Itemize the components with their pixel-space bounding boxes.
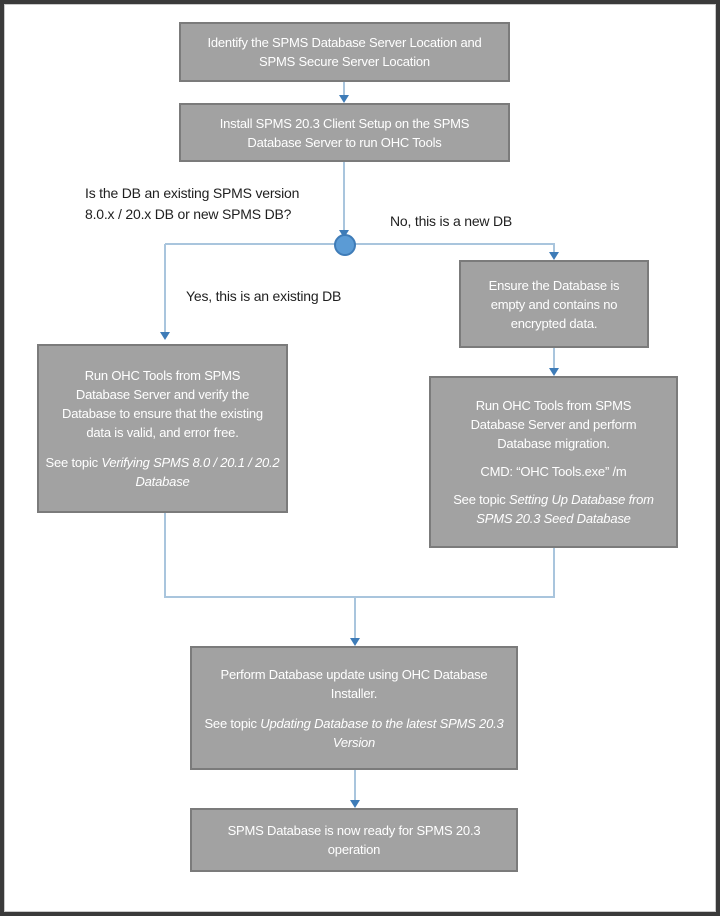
connector-yes-vertical [164, 244, 166, 333]
node-text-line: data is valid, and error free. [86, 425, 239, 440]
connector-update-to-ready [354, 770, 356, 801]
node-text-line: Database Server to run OHC Tools [247, 134, 442, 150]
node-install-client-setup: Install SPMS 20.3 Client Setup on the SP… [179, 103, 510, 162]
see-topic-reference: See topic Updating Database to the lates… [198, 714, 510, 752]
node-text-line: Database Server and perform [470, 417, 637, 432]
see-topic-title: Verifying SPMS 8.0 / 20.1 / 20.2 Databas… [101, 455, 280, 489]
see-topic-reference: See topic Setting Up Database from SPMS … [437, 490, 670, 528]
connector-no-vertical [553, 244, 555, 253]
see-topic-title: Setting Up Database from SPMS 20.3 Seed … [476, 492, 654, 526]
node-text-line: Database Server and verify the [75, 387, 250, 402]
see-topic-reference: See topic Verifying SPMS 8.0 / 20.1 / 20… [45, 453, 280, 491]
decision-question-line1: Is the DB an existing SPMS version [85, 185, 300, 201]
arrowhead-ready [350, 800, 360, 808]
decision-junction-circle [334, 234, 356, 256]
node-text-line: Run OHC Tools from SPMS [475, 398, 632, 413]
see-topic-prefix: See topic [453, 492, 510, 507]
node-text-line: Database to ensure that the existing [62, 406, 263, 421]
arrowhead-verify [160, 332, 170, 340]
connector-no-horizontal [345, 243, 555, 245]
yes-branch-label: Yes, this is an existing DB [186, 288, 342, 304]
arrowhead-install [339, 95, 349, 103]
no-branch-label: No, this is a new DB [390, 213, 513, 229]
cmd-line: CMD: “OHC Tools.exe” /m [480, 464, 627, 479]
node-database-update: Perform Database update using OHC Databa… [190, 646, 518, 770]
connector-merge-horizontal [164, 596, 555, 598]
node-text-line: Database migration. [497, 436, 610, 451]
node-text-line: SPMS Database is now ready for SPMS 20.3 [227, 823, 481, 838]
node-text-line: Installer. [330, 685, 378, 701]
node-text-line: Identify the SPMS Database Server Locati… [207, 35, 482, 50]
connector-ensure-to-migrate [553, 348, 555, 369]
node-identify-server-locations: Identify the SPMS Database Server Locati… [179, 22, 510, 82]
connector-identify-to-install [343, 82, 345, 98]
node-verify-database: Run OHC Tools from SPMS Database Server … [37, 344, 288, 513]
node-text-line: Perform Database update using OHC Databa… [220, 666, 488, 682]
node-text-line: empty and contains no [490, 296, 618, 312]
see-topic-prefix: See topic [45, 455, 102, 470]
node-text-line: Run OHC Tools from SPMS [84, 368, 241, 383]
node-text-line: encrypted data. [510, 315, 598, 331]
decision-question-label: Is the DB an existing SPMS version 8.0.x… [85, 183, 299, 225]
connector-install-to-junction [343, 162, 345, 232]
node-ensure-db-empty: Ensure the Database is empty and contain… [459, 260, 649, 348]
node-text-line: SPMS Secure Server Location [259, 54, 430, 69]
node-text-line: Install SPMS 20.3 Client Setup on the SP… [219, 115, 470, 131]
see-topic-title: Updating Database to the latest SPMS 20.… [260, 715, 504, 750]
node-database-migration: Run OHC Tools from SPMS Database Server … [429, 376, 678, 548]
connector-merge-to-update [354, 597, 356, 639]
connector-yes-horizontal [165, 243, 344, 245]
arrowhead-ensure [549, 252, 559, 260]
node-database-ready: SPMS Database is now ready for SPMS 20.3… [190, 808, 518, 872]
arrowhead-migrate [549, 368, 559, 376]
connector-migrate-down [553, 548, 555, 598]
arrowhead-update [350, 638, 360, 646]
node-text-line: operation [327, 842, 381, 857]
decision-question-line2: 8.0.x / 20.x DB or new SPMS DB? [85, 206, 292, 222]
node-text-line: Ensure the Database is [488, 277, 620, 293]
connector-verify-down [164, 513, 166, 598]
see-topic-prefix: See topic [204, 715, 261, 731]
